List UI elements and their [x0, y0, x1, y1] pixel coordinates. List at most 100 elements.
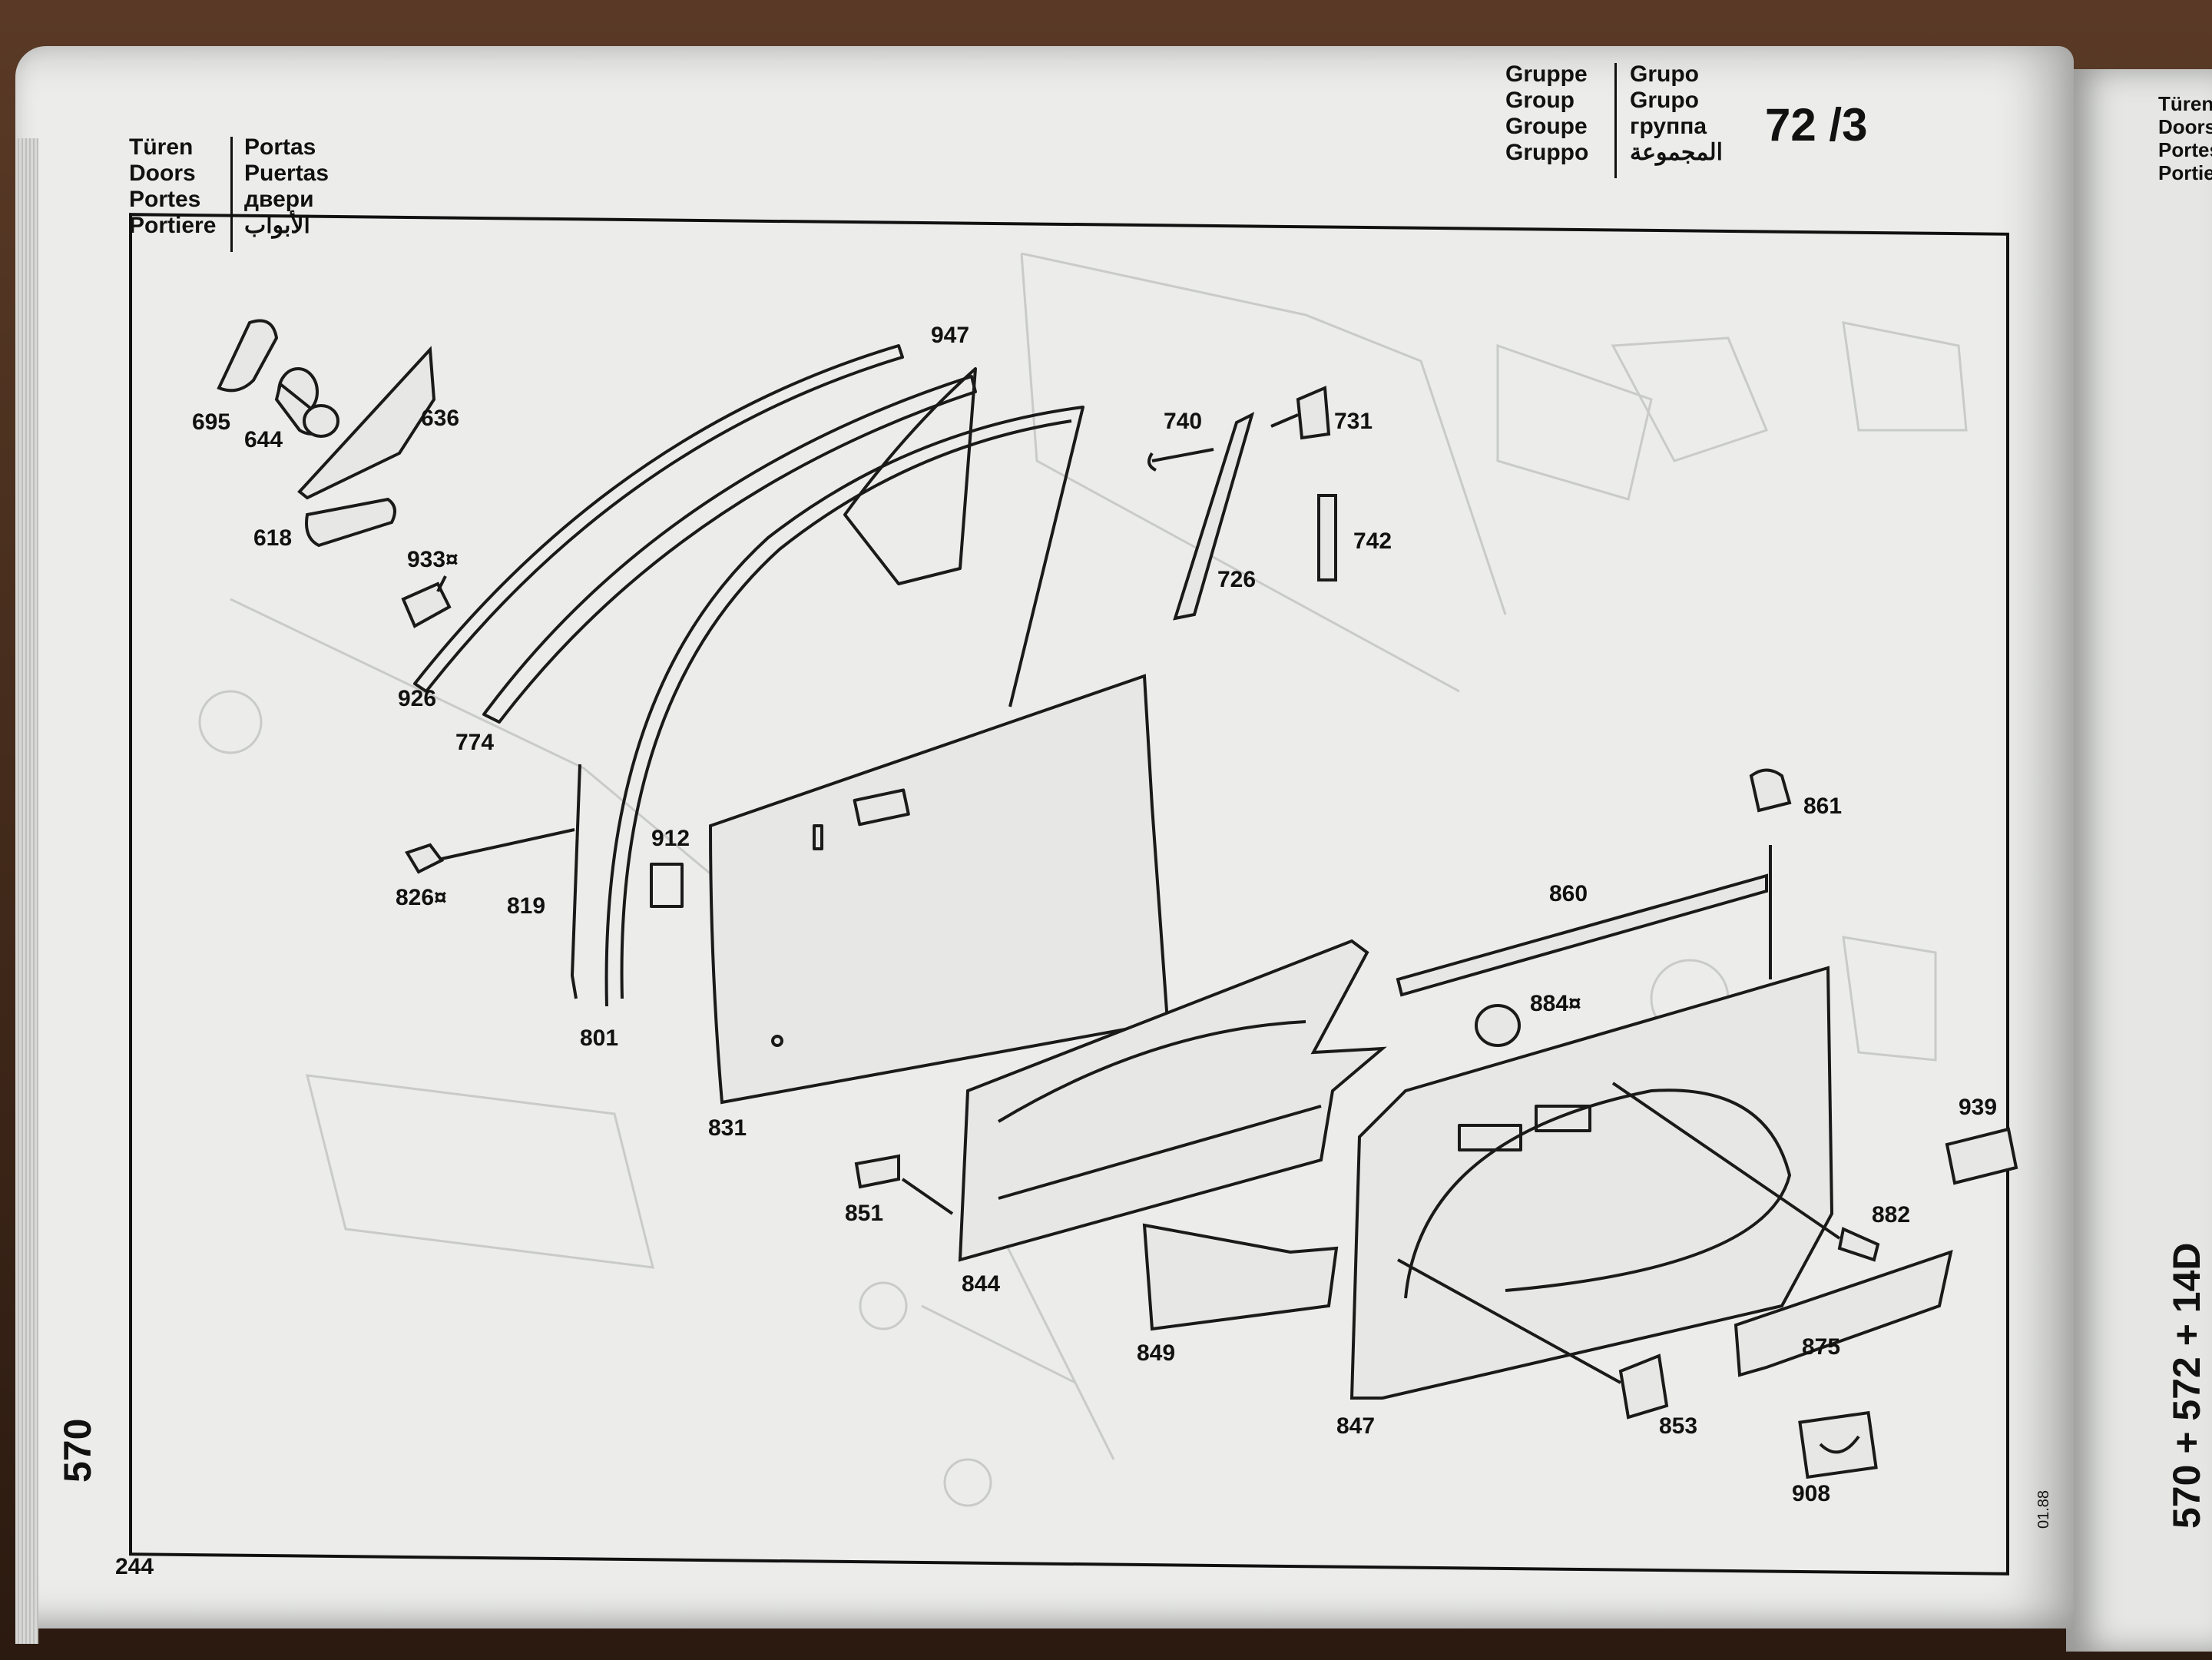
part-851-shape	[854, 1154, 900, 1189]
part-847-shape	[1349, 966, 1834, 1400]
part-label-726: 726	[1217, 567, 1257, 592]
part-label-908: 908	[1792, 1481, 1831, 1506]
part-849-shape	[1142, 1223, 1339, 1331]
group-number: 72 /3	[1765, 99, 1868, 151]
title-line: Puertas	[244, 161, 329, 186]
bleed-through-ghost	[198, 252, 1968, 1507]
panel-hole	[771, 1035, 783, 1047]
part-947-shape	[843, 367, 977, 585]
side-models: 570 + 572 + 14D	[2165, 1242, 2208, 1529]
next-page: Türen Doors Portes Portiere	[2066, 69, 2212, 1652]
switch-slot	[1535, 1105, 1591, 1132]
part-644-shape	[274, 367, 339, 438]
part-882-shape	[1837, 1227, 1880, 1262]
panel-847-detail	[1404, 1088, 1791, 1299]
part-853-shape	[1618, 1354, 1669, 1420]
part-label-875: 875	[1802, 1334, 1841, 1360]
group-line: Gruppo	[1505, 140, 1589, 165]
window-frame-801	[604, 406, 1084, 1007]
part-label-884: 884¤	[1530, 991, 1581, 1016]
leader-933	[436, 575, 447, 592]
header-divider	[230, 137, 233, 252]
part-label-849: 849	[1137, 1340, 1176, 1366]
part-740-shape	[1147, 448, 1214, 472]
window-frame-801-inner	[620, 419, 1072, 999]
section-title-left: Türen Doors Portes Portiere	[129, 134, 216, 239]
group-line: группа	[1630, 114, 1707, 139]
panel-844-detail	[998, 1105, 1322, 1200]
part-695-shape	[217, 319, 279, 393]
leader-882	[1611, 1082, 1841, 1240]
title-line: Portes	[129, 187, 201, 212]
part-884-shape	[1475, 1004, 1521, 1047]
part-933-shape	[401, 581, 452, 628]
part-939-shape	[1945, 1127, 2018, 1185]
switch-slot	[1458, 1124, 1522, 1151]
page-edge	[15, 138, 38, 1644]
part-label-861: 861	[1803, 794, 1843, 819]
group-line: Group	[1505, 88, 1575, 113]
part-726-shape	[1173, 412, 1255, 621]
panel-844-detail	[997, 1020, 1306, 1123]
part-label-740: 740	[1164, 409, 1203, 434]
part-label-644: 644	[244, 427, 283, 452]
panel-opening	[853, 788, 910, 827]
header-divider	[1614, 63, 1617, 178]
part-826-shape	[405, 843, 445, 874]
part-label-831: 831	[708, 1115, 747, 1141]
part-831-shape	[708, 674, 1170, 1105]
part-label-912: 912	[651, 826, 690, 851]
part-label-933: 933¤	[407, 547, 459, 572]
part-label-847: 847	[1336, 1413, 1376, 1439]
group-line: Grupo	[1630, 61, 1699, 87]
part-label-774: 774	[455, 730, 495, 755]
part-label-851: 851	[845, 1201, 884, 1226]
panel-slot	[813, 824, 823, 850]
part-912-shape	[650, 863, 684, 908]
group-line: Groupe	[1505, 114, 1588, 139]
leader-731	[1270, 413, 1299, 428]
next-header-line: Portes	[2158, 138, 2212, 161]
part-908-detail	[1819, 1435, 1860, 1454]
next-page-header: Türen Doors Portes Portiere	[2158, 92, 2212, 184]
leader-851	[901, 1178, 954, 1215]
part-label-731: 731	[1334, 409, 1373, 434]
title-line: Portiere	[129, 213, 217, 238]
model-code: 570	[56, 1418, 99, 1483]
part-731-shape	[1296, 386, 1331, 440]
next-header-line: Türen	[2158, 92, 2212, 115]
part-label-860: 860	[1549, 881, 1588, 906]
part-875-shape	[1734, 1249, 1953, 1377]
group-line: Grupo	[1630, 88, 1699, 113]
next-header-line: Portiere	[2158, 161, 2212, 184]
part-618-shape	[305, 497, 396, 548]
title-line: Türen	[129, 134, 194, 160]
part-label-853: 853	[1659, 1413, 1698, 1439]
part-926-shape	[413, 344, 904, 693]
group-line: المجموعة	[1630, 140, 1724, 165]
part-860-shape	[1396, 873, 1768, 997]
part-819-shape	[571, 764, 581, 999]
page-number: 244	[115, 1554, 154, 1579]
group-line: Gruppe	[1505, 61, 1588, 87]
title-line: Doors	[129, 161, 196, 186]
title-line: Portas	[244, 134, 316, 160]
leader-853	[1397, 1258, 1621, 1384]
leader-826	[441, 828, 575, 860]
group-labels-2: Grupo Grupo группа المجموعة	[1630, 61, 1723, 166]
part-label-939: 939	[1959, 1095, 1998, 1120]
part-label-826: 826¤	[396, 885, 447, 910]
part-742-shape	[1317, 494, 1337, 581]
part-label-882: 882	[1872, 1202, 1911, 1228]
part-label-819: 819	[507, 893, 546, 919]
part-label-801: 801	[580, 1025, 619, 1051]
title-line: двери	[244, 187, 314, 212]
next-header-line: Doors	[2158, 115, 2212, 138]
part-label-618: 618	[253, 525, 293, 551]
part-636-shape	[297, 346, 436, 500]
section-title-left-2: Portas Puertas двери الأبواب	[244, 134, 329, 239]
part-label-947: 947	[931, 323, 970, 348]
part-label-636: 636	[421, 406, 460, 431]
group-labels: Gruppe Group Groupe Gruppo	[1505, 61, 1588, 166]
